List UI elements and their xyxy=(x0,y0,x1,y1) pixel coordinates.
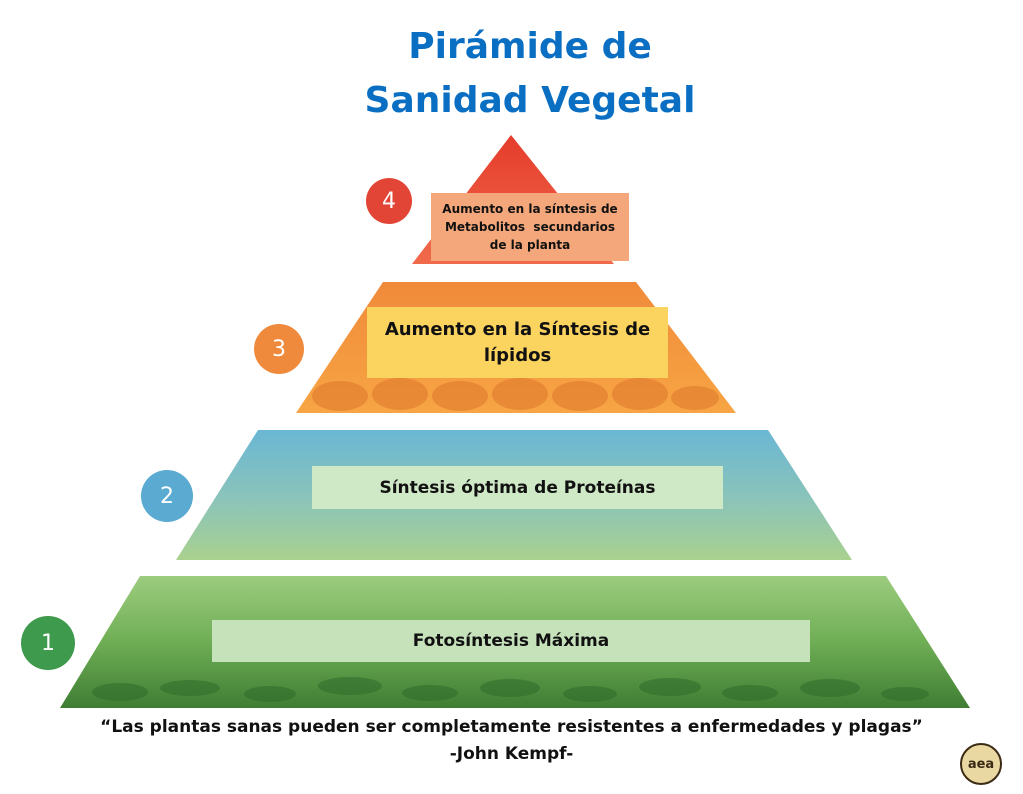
level-2-number: 2 xyxy=(160,483,174,509)
leaf-texture xyxy=(92,677,929,702)
level-2-label-box: Síntesis óptima de Proteínas xyxy=(312,466,723,509)
quote-text: “Las plantas sanas pueden ser completame… xyxy=(100,717,923,737)
level-4-badge: 4 xyxy=(366,178,412,224)
level-1-label: Fotosíntesis Máxima xyxy=(412,631,610,651)
level-4-label-line-2: Metabolitos secundarios xyxy=(444,220,616,234)
page-title: Pirámide de Sanidad Vegetal xyxy=(250,20,810,128)
orange-texture xyxy=(312,378,719,411)
title-line-2: Sanidad Vegetal xyxy=(364,80,696,121)
level-4-label-line-1: Aumento en la síntesis de xyxy=(442,202,618,216)
level-4-label-line-3: de la planta xyxy=(489,238,571,252)
level-1-badge: 1 xyxy=(21,616,75,670)
level-4-label-box: Aumento en la síntesis de Metabolitos se… xyxy=(431,193,629,261)
level-3-number: 3 xyxy=(272,336,286,362)
level-4-number: 4 xyxy=(382,188,396,214)
title-line-1: Pirámide de xyxy=(408,26,652,67)
logo-text: aea xyxy=(967,756,995,772)
level-3-label-line-1: Aumento en la Síntesis de xyxy=(384,318,651,340)
level-2-badge: 2 xyxy=(141,470,193,522)
quote-author: -John Kempf- xyxy=(449,744,574,764)
level-3-label-box: Aumento en la Síntesis de lípidos xyxy=(367,307,668,378)
level-1-number: 1 xyxy=(41,630,55,656)
level-3-badge: 3 xyxy=(254,324,304,374)
level-2-label: Síntesis óptima de Proteínas xyxy=(379,477,656,498)
level-1-label-box: Fotosíntesis Máxima xyxy=(212,620,810,662)
aea-logo-icon: aea xyxy=(960,743,1002,785)
level-3-label-line-2: lípidos xyxy=(483,344,552,366)
